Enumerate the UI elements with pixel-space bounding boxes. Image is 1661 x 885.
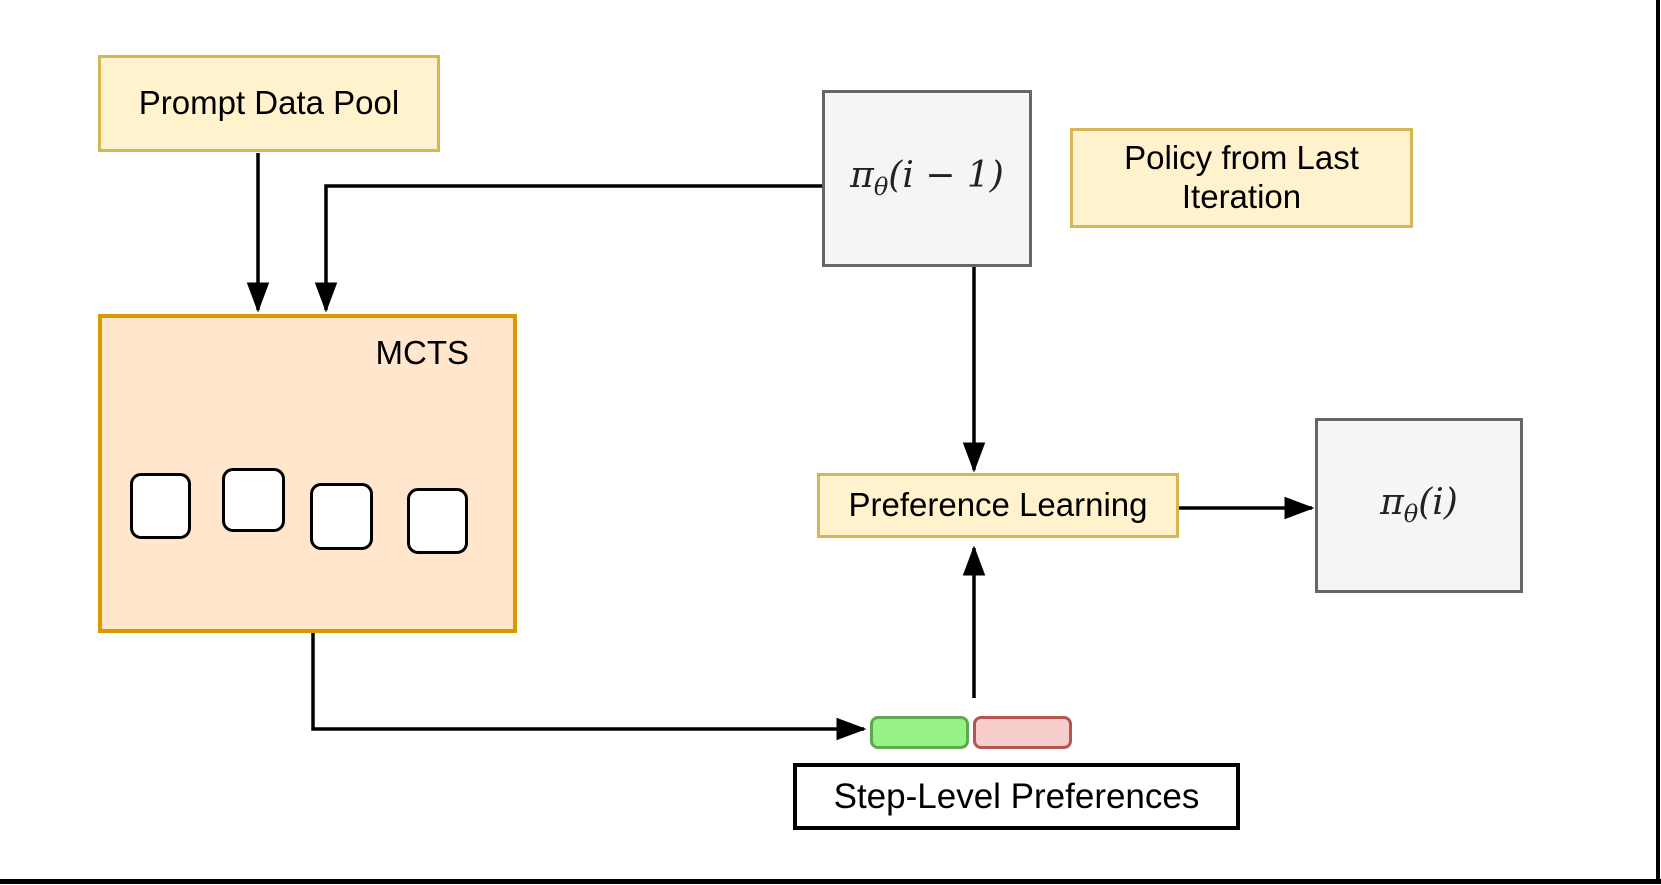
preference-learning-label: Preference Learning	[848, 486, 1148, 524]
mcts-tree-node-1	[130, 473, 191, 539]
node-policy-from-last-iteration: Policy from Last Iteration	[1070, 128, 1413, 228]
mcts-tree-node-4	[407, 488, 468, 554]
node-policy-previous: πθ(i − 1)	[822, 90, 1032, 267]
node-mcts: MCTS	[98, 314, 517, 633]
prompt-data-pool-label: Prompt Data Pool	[138, 84, 400, 122]
preferred-step-chip	[870, 716, 969, 749]
policy-new-formula: πθ(i)	[1380, 482, 1458, 529]
arrow-mcts-to-steppref	[311, 633, 867, 741]
frame-bottom-line	[0, 879, 1661, 884]
node-step-level-preferences: Step-Level Preferences	[793, 763, 1240, 830]
node-policy-new: πθ(i)	[1315, 418, 1523, 593]
step-level-preferences-label: Step-Level Preferences	[833, 776, 1200, 816]
policy-from-last-iteration-label: Policy from Last Iteration	[1124, 139, 1359, 215]
mcts-label: MCTS	[375, 334, 470, 371]
node-preference-learning: Preference Learning	[817, 473, 1179, 538]
frame-right-line	[1656, 0, 1660, 884]
arrow-policyprev-to-mcts	[314, 184, 822, 313]
node-prompt-data-pool: Prompt Data Pool	[98, 55, 440, 152]
mcts-tree-node-2	[222, 468, 285, 532]
mcts-tree-node-3	[310, 483, 373, 550]
rejected-step-chip	[973, 716, 1072, 749]
policy-previous-formula: πθ(i − 1)	[850, 155, 1004, 202]
